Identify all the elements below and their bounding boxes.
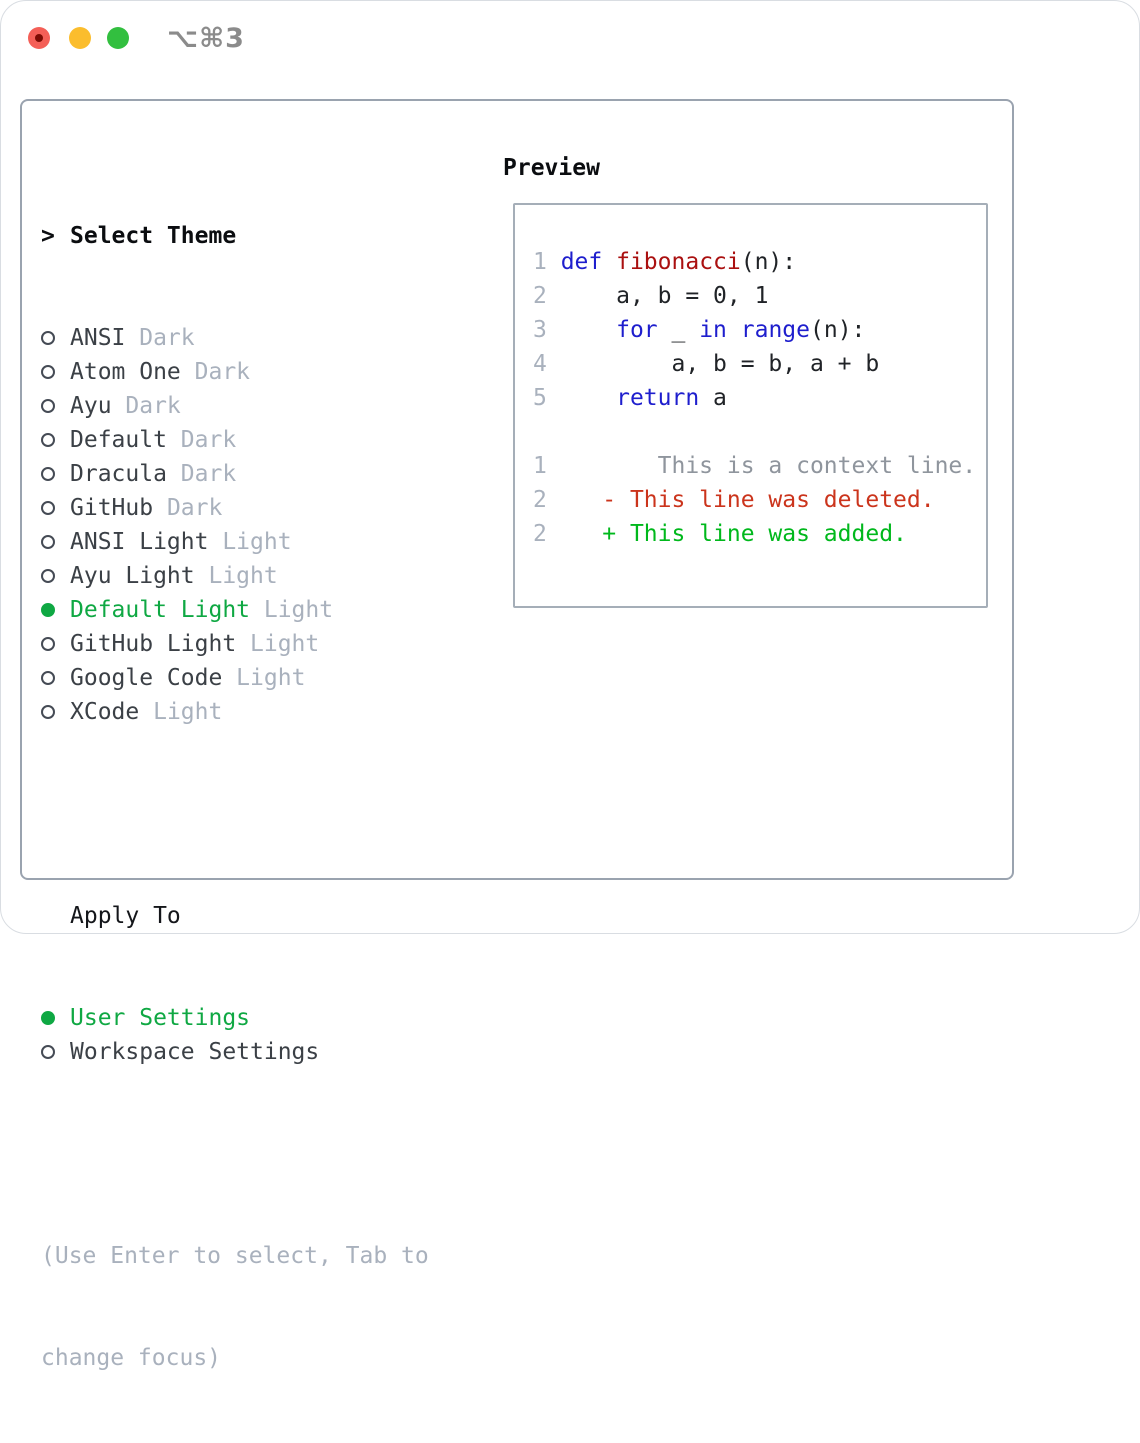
- focus-chevron-icon: >: [41, 223, 55, 249]
- theme-option[interactable]: GitHub Light Light: [41, 627, 491, 661]
- option-variant-label: Dark: [111, 393, 181, 419]
- radio-unselected-icon: [41, 695, 70, 729]
- option-label: GitHub Light: [70, 631, 237, 657]
- code-line: 5 return a: [533, 385, 727, 411]
- radio-unselected-icon: [41, 491, 70, 525]
- option-label: Atom One: [70, 359, 181, 385]
- radio-unselected-icon: [41, 423, 70, 457]
- option-variant-label: Light: [208, 529, 292, 555]
- code-line: 3 for _ in range(n):: [533, 317, 866, 343]
- code-preview: 1 def fibonacci(n): 2 a, b = 0, 1 3 for _ …: [533, 245, 986, 551]
- spacer: [41, 797, 491, 831]
- radio-unselected-icon: [41, 355, 70, 389]
- code-line: 2 + This line was added.: [533, 521, 907, 547]
- title-bar: ⌥⌘3: [1, 1, 1139, 75]
- radio-unselected-icon: [41, 389, 70, 423]
- theme-option[interactable]: XCode Light: [41, 695, 491, 729]
- window-title: ⌥⌘3: [167, 23, 245, 54]
- code-line: 2 - This line was deleted.: [533, 487, 935, 513]
- code-line: 1 def fibonacci(n):: [533, 249, 797, 275]
- radio-unselected-icon: [41, 1035, 70, 1069]
- option-label: Default Light: [70, 597, 251, 623]
- theme-option[interactable]: Ayu Dark: [41, 389, 491, 423]
- apply-to-option[interactable]: Workspace Settings: [41, 1035, 491, 1069]
- radio-unselected-icon: [41, 321, 70, 355]
- code-line: 2 a, b = 0, 1: [533, 283, 769, 309]
- select-theme-header: > Select Theme: [41, 219, 491, 253]
- option-label: XCode: [70, 699, 140, 725]
- radio-unselected-icon: [41, 559, 70, 593]
- theme-option[interactable]: ANSI Dark: [41, 321, 491, 355]
- theme-option[interactable]: Dracula Dark: [41, 457, 491, 491]
- option-variant-label: Dark: [166, 461, 237, 487]
- option-variant-label: Light: [139, 699, 223, 725]
- option-label: ANSI: [70, 325, 126, 351]
- code-line: 1 This is a context line.: [533, 453, 977, 479]
- radio-unselected-icon: [41, 525, 70, 559]
- option-label: Workspace Settings: [70, 1039, 320, 1065]
- theme-option[interactable]: Google Code Light: [41, 661, 491, 695]
- radio-unselected-icon: [41, 457, 70, 491]
- help-text-line1: (Use Enter to select, Tab to: [41, 1243, 429, 1269]
- option-variant-label: Dark: [180, 359, 251, 385]
- minimize-button[interactable]: [69, 27, 91, 49]
- theme-option[interactable]: ANSI Light Light: [41, 525, 491, 559]
- code-line: 4 a, b = b, a + b: [533, 351, 880, 377]
- zoom-button[interactable]: [107, 27, 129, 49]
- theme-option[interactable]: Default Dark: [41, 423, 491, 457]
- radio-unselected-icon: [41, 661, 70, 695]
- radio-selected-icon: [41, 1001, 70, 1035]
- option-label: GitHub: [70, 495, 154, 521]
- option-label: Default: [70, 427, 167, 453]
- spacer: [41, 1137, 491, 1171]
- help-text-line2: change focus): [41, 1345, 222, 1371]
- option-label: Ayu: [70, 393, 112, 419]
- apply-to-title: Apply To: [70, 903, 181, 929]
- preview-title: Preview: [503, 155, 600, 181]
- option-label: User Settings: [70, 1005, 251, 1031]
- radio-selected-icon: [41, 593, 70, 627]
- close-button[interactable]: [28, 27, 50, 49]
- option-variant-label: Light: [236, 631, 320, 657]
- code-blank-line: [533, 415, 986, 449]
- option-label: ANSI Light: [70, 529, 209, 555]
- preview-pane: 1 def fibonacci(n): 2 a, b = 0, 1 3 for _ …: [513, 203, 988, 608]
- theme-option[interactable]: GitHub Dark: [41, 491, 491, 525]
- option-label: Dracula: [70, 461, 167, 487]
- select-theme-title: Select Theme: [70, 223, 237, 249]
- option-label: Ayu Light: [70, 563, 195, 589]
- option-variant-label: Dark: [153, 495, 223, 521]
- option-variant-label: Light: [194, 563, 278, 589]
- option-variant-label: Dark: [166, 427, 237, 453]
- radio-unselected-icon: [41, 627, 70, 661]
- option-label: Google Code: [70, 665, 223, 691]
- option-variant-label: Dark: [125, 325, 195, 351]
- theme-option[interactable]: Atom One Dark: [41, 355, 491, 389]
- theme-option[interactable]: Default Light Light: [41, 593, 491, 627]
- option-variant-label: Light: [250, 597, 334, 623]
- theme-option[interactable]: Ayu Light Light: [41, 559, 491, 593]
- apply-to-header: Apply To: [41, 899, 491, 933]
- option-variant-label: Light: [222, 665, 306, 691]
- apply-to-option[interactable]: User Settings: [41, 1001, 491, 1035]
